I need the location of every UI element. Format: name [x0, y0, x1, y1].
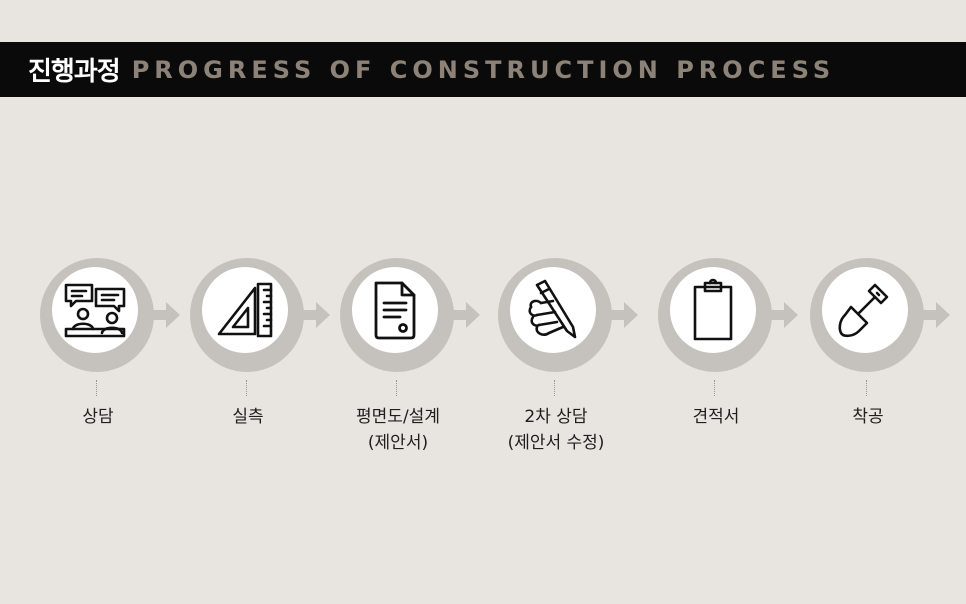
step-connector-line [396, 380, 397, 396]
step-label-block: 2차 상담 (제안서 수정) [478, 404, 634, 456]
process-step-second-consultation: 2차 상담 (제안서 수정) [498, 258, 648, 478]
process-step-construction-start: 착공 [810, 258, 960, 478]
header-bar: 진행과정 PROGRESS OF CONSTRUCTION PROCESS [0, 42, 966, 97]
document-icon [374, 281, 416, 340]
step-connector-line [246, 380, 247, 396]
step-label-block: 실측 [170, 404, 326, 430]
process-step-consultation: 상담 [40, 258, 190, 478]
next-step-arrow-icon [604, 302, 638, 328]
step-label-block: 상담 [20, 404, 176, 430]
step-connector-line [554, 380, 555, 396]
process-step-floor-plan: 평면도/설계 (제안서) [340, 258, 490, 478]
shovel-icon [838, 283, 889, 338]
step-label: 2차 상담 [524, 407, 588, 427]
consultation-icon [64, 283, 126, 338]
hand-pen-icon [528, 279, 577, 339]
process-step-measurement: 실측 [190, 258, 340, 478]
step-label: 견적서 [692, 407, 740, 427]
step-label-block: 견적서 [638, 404, 794, 430]
step-label: 실측 [232, 407, 264, 427]
step-ring [340, 258, 454, 372]
step-ring [190, 258, 304, 372]
step-connector-line [96, 380, 97, 396]
header-title-korean: 진행과정 [28, 57, 121, 87]
step-ring [810, 258, 924, 372]
step-label: 평면도/설계 [356, 407, 440, 427]
next-step-arrow-icon [446, 302, 480, 328]
clipboard-icon [693, 278, 733, 341]
step-label-block: 착공 [790, 404, 946, 430]
header-title-english: PROGRESS OF CONSTRUCTION PROCESS [131, 55, 836, 84]
step-label-block: 평면도/설계 (제안서) [320, 404, 476, 456]
step-label: 착공 [852, 407, 884, 427]
ruler-triangle-icon [217, 282, 273, 338]
next-step-arrow-icon [296, 302, 330, 328]
process-step-estimate: 견적서 [658, 258, 808, 478]
next-step-arrow-icon [916, 302, 950, 328]
step-label: 상담 [82, 407, 114, 427]
step-ring [658, 258, 772, 372]
next-step-arrow-icon [764, 302, 798, 328]
step-connector-line [714, 380, 715, 396]
step-sublabel: (제안서 수정) [507, 433, 605, 453]
step-ring [498, 258, 612, 372]
step-sublabel: (제안서) [367, 433, 429, 453]
step-ring [40, 258, 154, 372]
step-connector-line [866, 380, 867, 396]
next-step-arrow-icon [146, 302, 180, 328]
